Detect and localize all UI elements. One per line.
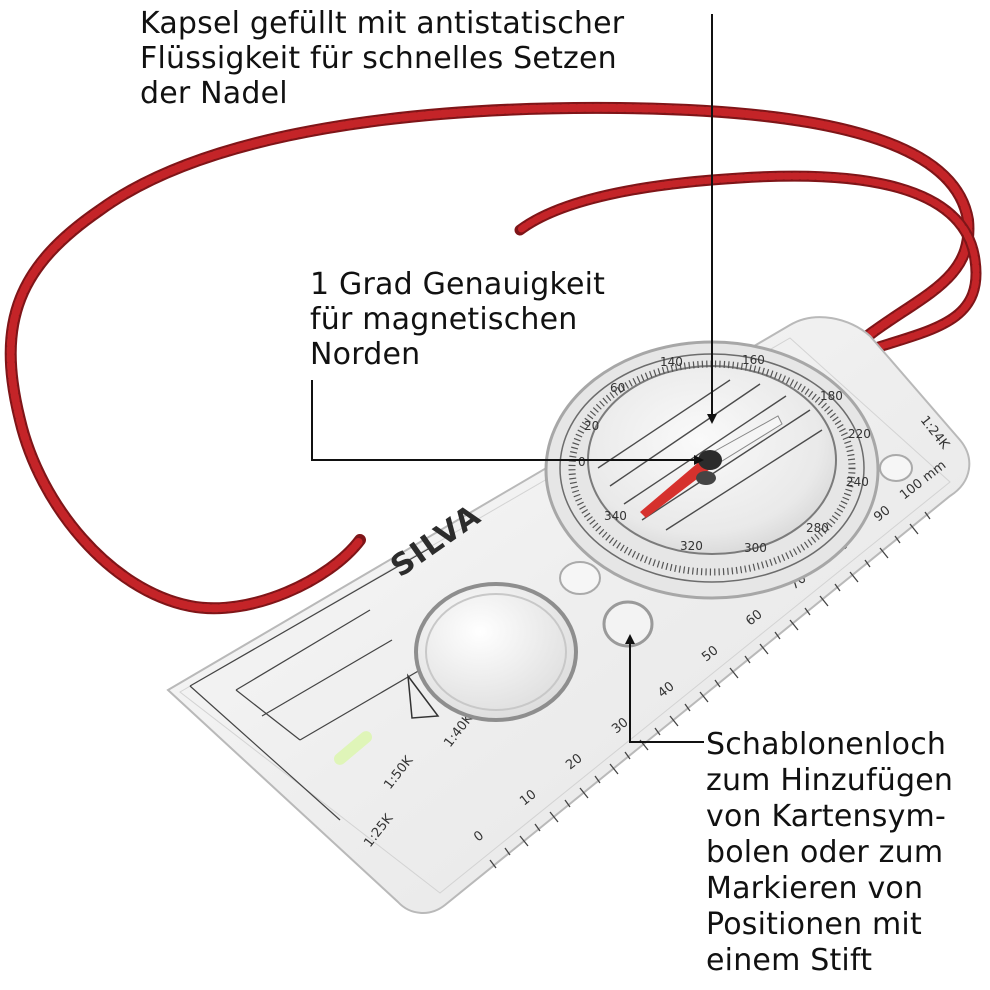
callout-capsule-line: der Nadel: [140, 76, 288, 111]
dial-number-220: 220: [848, 427, 871, 441]
callout-template-line: einem Stift: [706, 943, 873, 978]
callout-capsule-line: Flüssigkeit für schnelles Setzen: [140, 41, 617, 76]
dial-number-0: 0: [578, 455, 586, 469]
compass-needle: [640, 415, 783, 518]
dial-number-140: 140: [660, 355, 683, 369]
callout-template-line: Positionen mit: [706, 907, 922, 942]
bezel-numbers: 60 140 160 180 220 240 280 300 320 340 0…: [578, 353, 871, 555]
leader-line-accuracy: [311, 380, 700, 461]
dial-number-160: 160: [742, 353, 765, 367]
callout-leader-lines: [311, 14, 713, 743]
bezel-ticks: [568, 360, 856, 576]
callout-capsule: Kapsel gefüllt mit antistatischer Flüssi…: [140, 6, 624, 111]
dial-number-240: 240: [846, 475, 869, 489]
scale-ticks: [189, 547, 431, 821]
callout-template-line: Schablonenloch: [706, 727, 947, 762]
leader-line-template-hole: [629, 640, 704, 743]
dial-number-340: 340: [604, 509, 627, 523]
template-hole: [602, 600, 654, 648]
orienting-lines: [597, 379, 823, 531]
callout-capsule-line: Kapsel gefüllt mit antistatischer: [140, 6, 625, 41]
callout-accuracy-line: für magnetischen: [310, 302, 578, 337]
dial-number-320: 320: [680, 539, 703, 553]
callout-accuracy-line: 1 Grad Genauigkeit: [310, 267, 606, 302]
callout-accuracy-line: Norden: [310, 337, 421, 372]
callout-template-line: zum Hinzufügen: [706, 763, 954, 798]
callout-accuracy: 1 Grad Genauigkeit für magnetischen Nord…: [310, 267, 605, 372]
callout-template-line: bolen oder zum: [706, 835, 944, 870]
dial-number-20: 20: [584, 419, 599, 433]
luminous-marker: [333, 731, 373, 765]
dial-number-300: 300: [744, 541, 767, 555]
callout-template-line: von Kartensym-: [706, 799, 946, 834]
callout-template-hole: Schablonenloch zum Hinzufügen von Karten…: [706, 727, 953, 979]
template-hole-small: [559, 561, 601, 595]
magnifying-lens: [414, 582, 578, 722]
dial-number-60: 60: [610, 381, 625, 395]
direction-arrow: [407, 673, 440, 719]
dial-number-280: 280: [806, 521, 829, 535]
callout-template-line: Markieren von: [706, 871, 924, 906]
dial-number-180: 180: [820, 389, 843, 403]
mm-ruler-ticks: [489, 511, 931, 869]
template-hole-right: [879, 454, 913, 482]
